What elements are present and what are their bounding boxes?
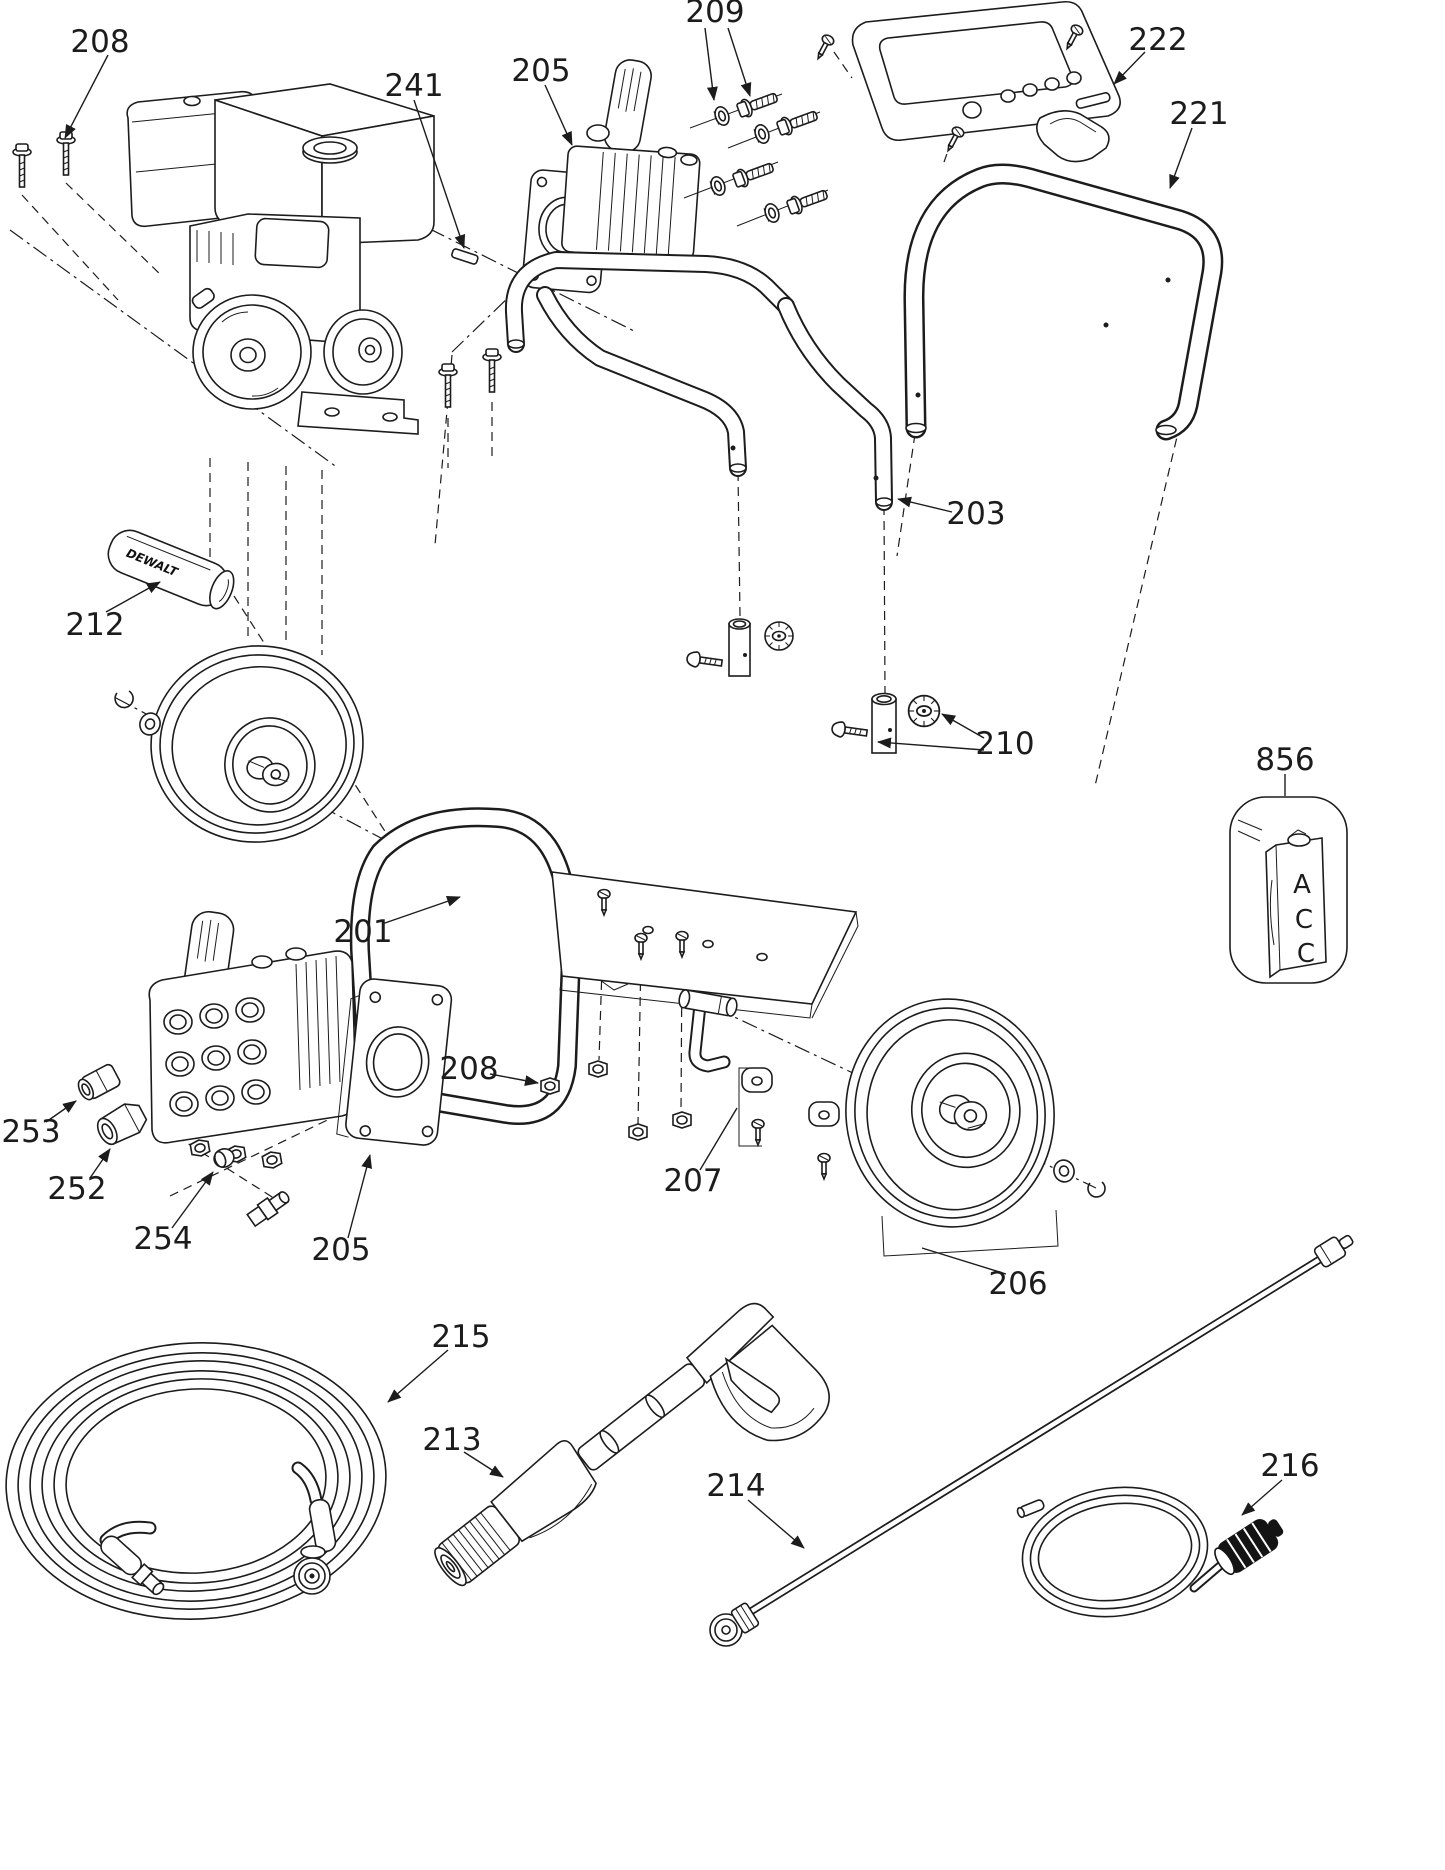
upper-handle-illustration — [903, 163, 1224, 441]
leader-205-top — [544, 84, 573, 146]
left-wheel-retainers — [114, 690, 161, 736]
pump-bottom-illustration — [148, 910, 453, 1171]
callout-216: 216 — [1260, 1448, 1319, 1484]
wheel-bracket — [881, 1209, 1059, 1257]
leader-254 — [171, 1171, 214, 1229]
callout-212: 212 — [65, 607, 124, 643]
control-panel-illustration — [812, 0, 1121, 163]
leader-214 — [747, 1499, 805, 1549]
lower-handle-illustration — [504, 251, 893, 511]
callout-221: 221 — [1169, 96, 1228, 132]
axle-cap-hardware — [738, 1067, 840, 1180]
acc-letter-2: C — [1295, 905, 1313, 935]
callout-labels: 208 241 205 209 222 221 203 212 210 856 … — [1, 0, 1319, 1504]
callout-252: 252 — [47, 1171, 106, 1207]
leader-207 — [699, 1107, 738, 1171]
leader-209a — [704, 27, 718, 101]
callout-206: 206 — [988, 1266, 1047, 1302]
shaft-key — [451, 248, 479, 265]
leader-213 — [463, 1451, 504, 1478]
leader-208-top — [64, 54, 109, 139]
chemical-hose-illustration — [1016, 1486, 1284, 1618]
leader-212 — [105, 581, 161, 613]
callout-205-top: 205 — [511, 53, 570, 89]
axle-pin — [678, 989, 738, 1017]
leader-222 — [1113, 51, 1146, 85]
callout-214: 214 — [706, 1468, 765, 1504]
callout-215: 215 — [431, 1319, 490, 1355]
pump-mount-hardware — [683, 87, 831, 227]
callout-253: 253 — [1, 1114, 60, 1150]
leader-206 — [921, 1247, 1007, 1275]
handle-grip-illustration: DEWALT — [107, 529, 235, 610]
accessory-label-illustration: A C C — [1229, 796, 1348, 984]
frame-illustration — [349, 618, 897, 1125]
leader-208-bottom — [489, 1073, 539, 1087]
leader-253 — [45, 1100, 77, 1123]
callout-210: 210 — [975, 726, 1034, 762]
callout-213: 213 — [422, 1422, 481, 1458]
callout-241: 241 — [384, 68, 443, 104]
leader-210a — [941, 713, 985, 739]
callout-leaders — [45, 27, 1286, 1549]
callout-207: 207 — [663, 1163, 722, 1199]
leader-216 — [1241, 1479, 1283, 1516]
handle-knob-hardware — [685, 621, 941, 742]
callout-222: 222 — [1128, 22, 1187, 58]
leader-215 — [387, 1349, 449, 1403]
spray-gun-illustration — [434, 1302, 830, 1587]
callout-254: 254 — [133, 1221, 192, 1257]
callout-208-bottom: 208 — [439, 1051, 498, 1087]
leader-205-bottom — [347, 1154, 372, 1239]
pump-fittings — [77, 1063, 290, 1228]
wand-illustration — [709, 1234, 1354, 1647]
leader-209b — [727, 27, 752, 97]
callout-201: 201 — [333, 914, 392, 950]
leader-203 — [897, 496, 953, 513]
leader-210b — [877, 737, 985, 751]
left-wheel-illustration — [150, 645, 364, 843]
callout-856: 856 — [1255, 742, 1314, 778]
leader-252 — [89, 1148, 111, 1179]
pressure-hose-illustration — [5, 1342, 387, 1620]
engine-illustration — [12, 83, 502, 435]
callout-205-bottom: 205 — [311, 1232, 370, 1268]
right-wheel-illustration — [845, 998, 1055, 1228]
callout-203: 203 — [946, 496, 1005, 532]
callout-208-top: 208 — [70, 24, 129, 60]
leader-241 — [413, 99, 466, 249]
leader-221 — [1169, 127, 1193, 189]
pressure-hose-fittings — [99, 1461, 337, 1596]
right-wheel-retainers — [1053, 1159, 1106, 1198]
leader-201 — [381, 896, 461, 925]
callout-209: 209 — [685, 0, 744, 30]
acc-letter-1: A — [1293, 870, 1311, 900]
acc-letter-3: C — [1297, 939, 1315, 969]
